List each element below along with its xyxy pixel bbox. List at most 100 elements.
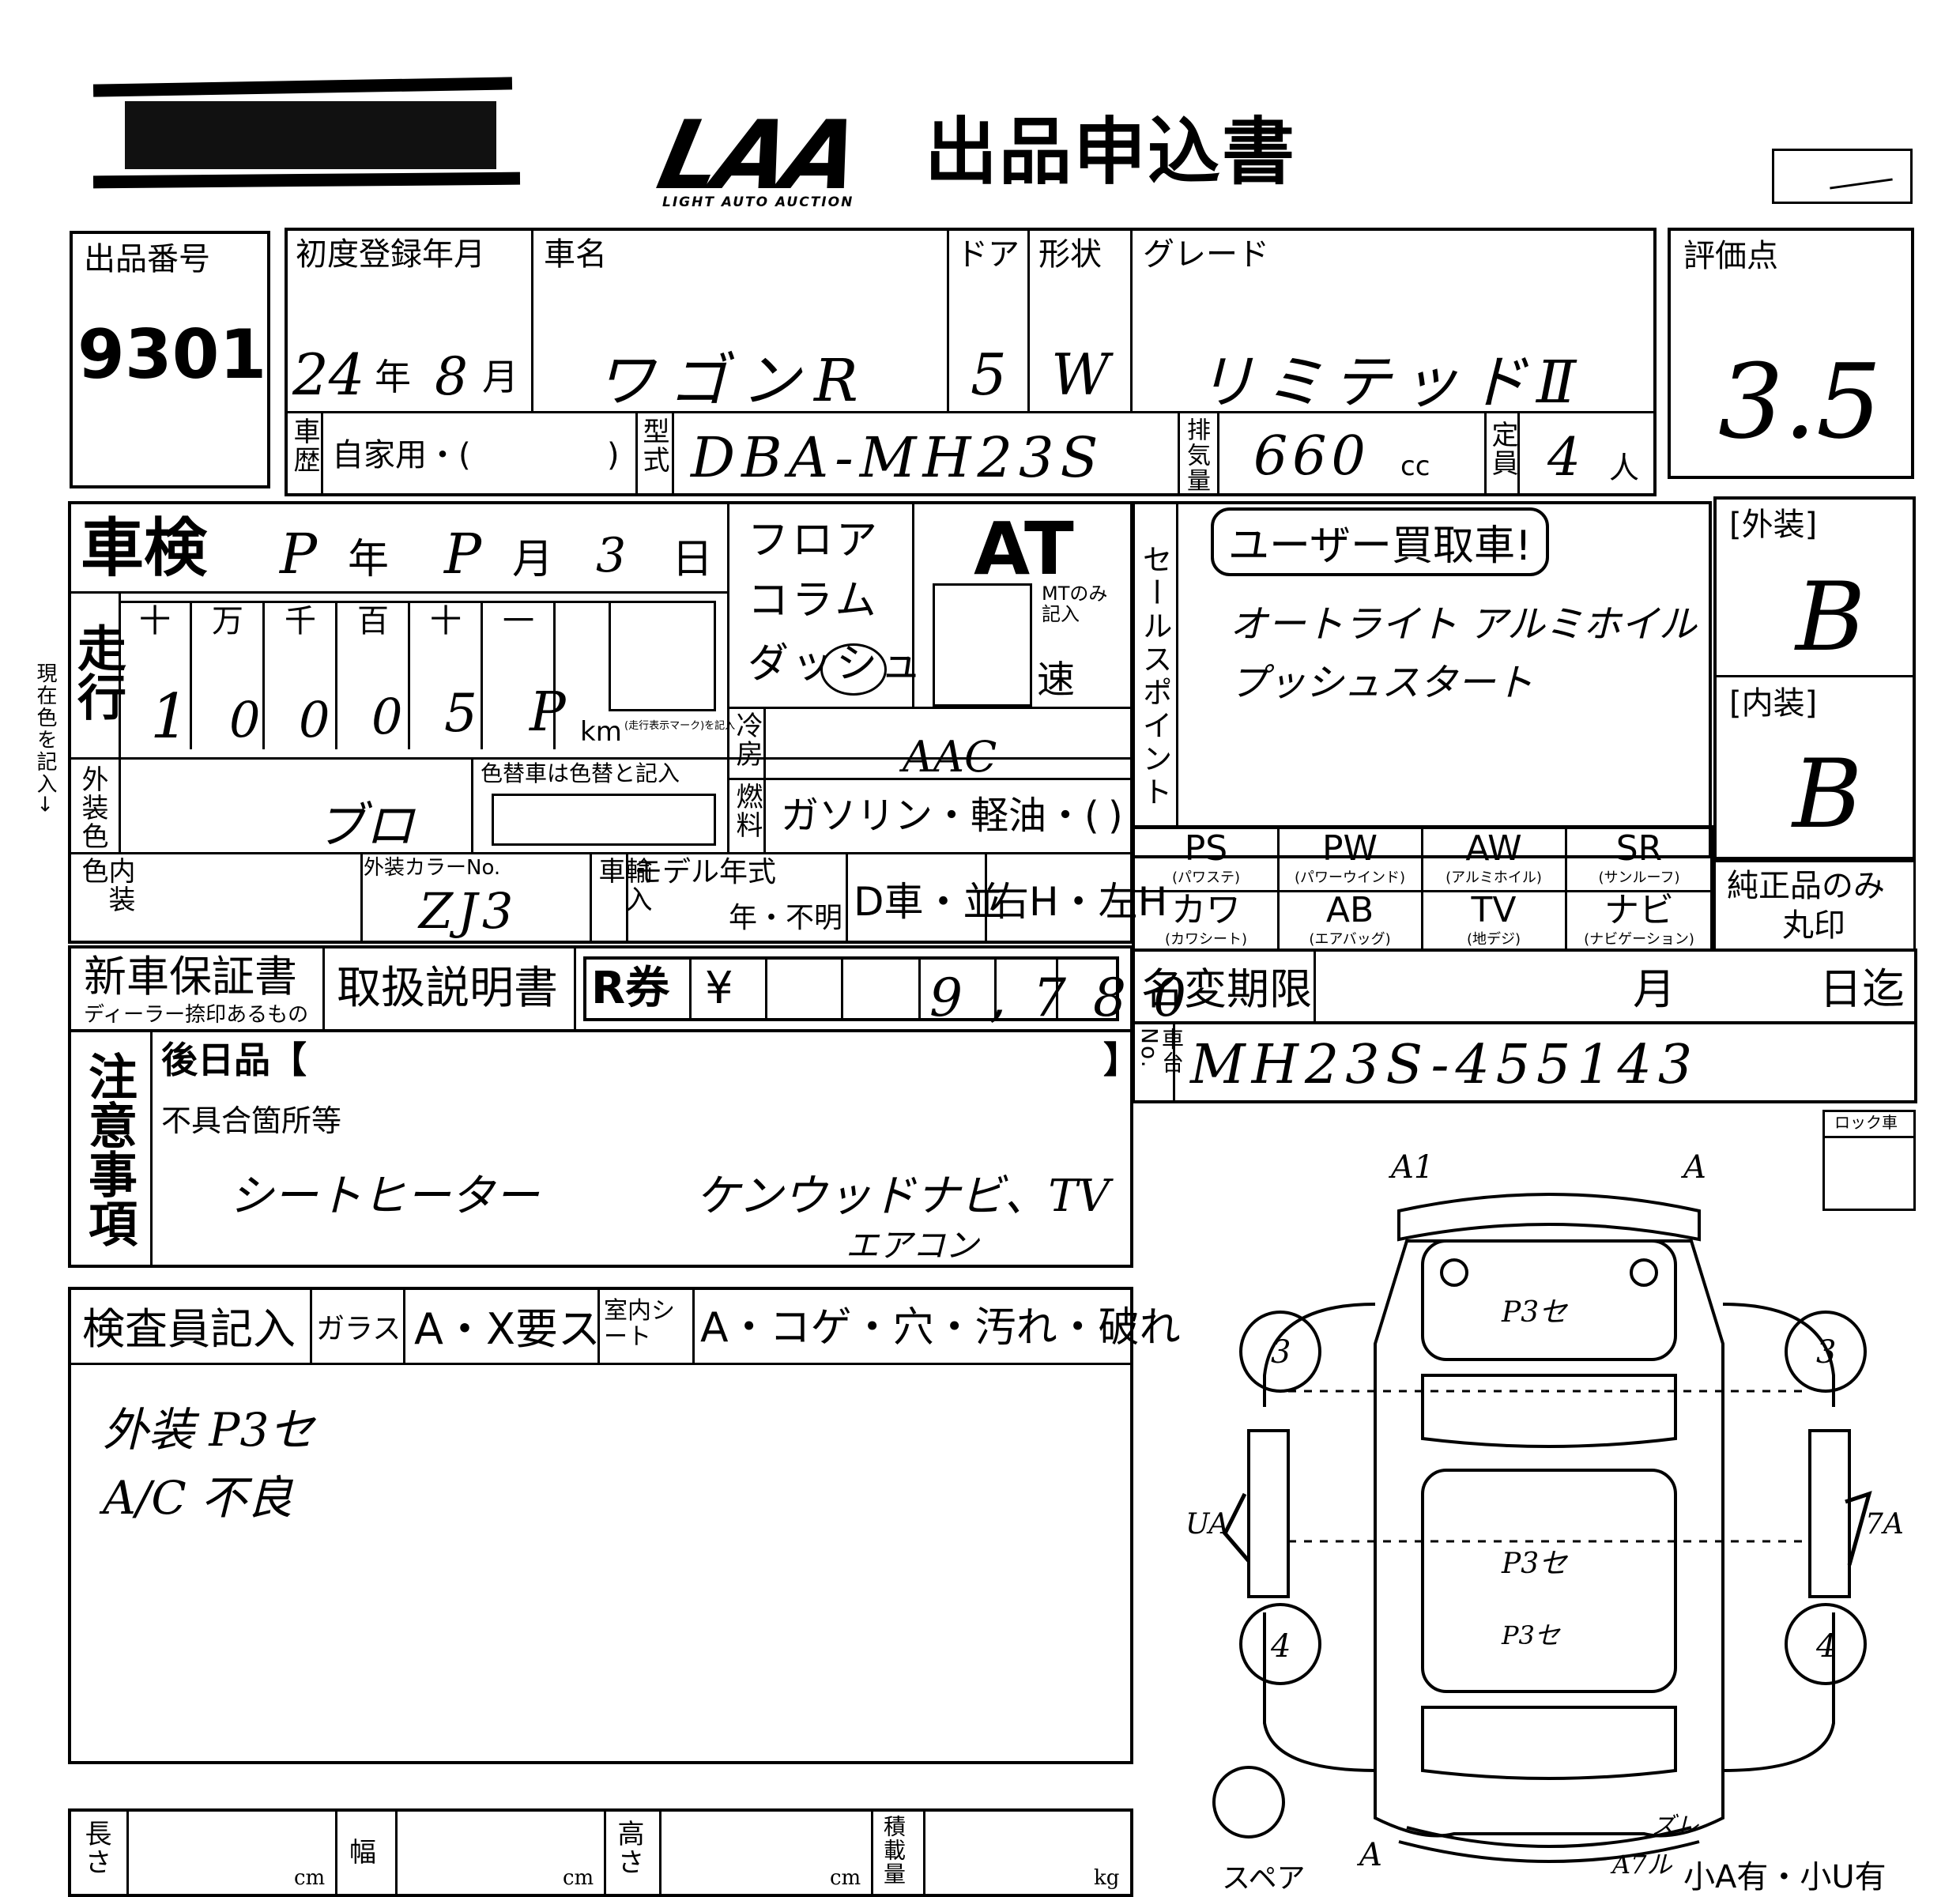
inspector-box: 検査員記入 ガラス A・X要ス 室内シート A・コゲ・穴・汚れ・破れ 外装 P3… — [68, 1287, 1181, 1764]
registration-year: 24 — [292, 341, 365, 408]
model-year-label: モデル年式 — [634, 856, 777, 888]
lot-number-label: 出品番号 — [84, 241, 210, 277]
model-type-label: 型式 — [638, 417, 669, 474]
mt-note: MTのみ記入 — [1042, 583, 1108, 626]
mileage-digit-4: 0 — [371, 688, 403, 745]
car-name-label: 車名 — [544, 236, 607, 273]
fuel-label: 燃料 — [731, 783, 763, 839]
wheel-front-left — [1239, 1311, 1321, 1393]
name-change-box: 名変期限 月 日迄 — [1132, 948, 1917, 1024]
grade-box: [外装] B [内装] B — [1713, 496, 1916, 860]
warranty-label: 新車保証書 — [84, 952, 297, 1001]
displacement-label: 排気量 — [1182, 417, 1210, 493]
width-label: 幅 — [349, 1837, 376, 1869]
mark-rear-right-shift: ズレ — [1652, 1812, 1699, 1840]
capacity-value: 4 — [1547, 427, 1581, 488]
redacted-stamp — [92, 77, 521, 191]
manual-label: 取扱説明書 — [337, 963, 558, 1014]
headlight-left — [1440, 1258, 1468, 1287]
right-rear-fender — [1722, 1612, 1835, 1772]
mileage-digit-5: 5 — [444, 683, 477, 744]
score-label: 評価点 — [1683, 238, 1778, 274]
chassis-box: 車台No. MH23S-455143 — [1132, 1021, 1917, 1103]
equip-tv-code: TV — [1471, 890, 1517, 930]
mileage-digit-3: 0 — [299, 691, 330, 749]
mileage-digit-6: P — [530, 681, 566, 744]
name-change-month: 月 — [1633, 964, 1675, 1014]
current-color-note: 現在色を記入→ — [33, 662, 57, 814]
displacement-unit: cc — [1400, 451, 1430, 482]
equip-tv[interactable]: TV (地デジ) — [1423, 892, 1565, 950]
shift-line-1: フロア — [748, 517, 881, 564]
documents-box: 新車保証書 ディーラー捺印あるもの 取扱説明書 R券 ¥ 9,780 — [68, 945, 1186, 1032]
displacement-value: 660 — [1253, 425, 1370, 488]
left-rear-fender — [1263, 1612, 1376, 1772]
equip-ab[interactable]: AB (エアバッグ) — [1279, 892, 1421, 950]
mark-rear-window: P3セ — [1501, 1620, 1561, 1650]
defect-note-1: シートヒーター — [229, 1171, 539, 1222]
registration-label: 初度登録年月 — [296, 236, 485, 273]
model-type-value: DBA-MH23S — [691, 425, 1105, 490]
genuine-only-line-2: 丸印 — [1782, 907, 1845, 944]
lock-label: ロック車 — [1834, 1113, 1898, 1132]
score-value: 3.5 — [1718, 341, 1882, 462]
equip-ab-code: AB — [1325, 890, 1374, 930]
mileage-unit: km — [580, 716, 622, 748]
equip-ps[interactable]: PS (パワステ) — [1135, 828, 1277, 890]
mileage-digit-2: 0 — [229, 691, 261, 749]
logo-subtitle: LIGHT AUTO AUCTION — [662, 194, 854, 210]
vehicle-info-box: 初度登録年月 24 年 8 月 車名 ワゴンR ドア 5 形状 W グレード リ… — [285, 228, 1657, 496]
shape-value: W — [1051, 341, 1110, 408]
registration-month-unit: 月 — [482, 356, 518, 398]
dimensions-box: 長さ cm 幅 cm 高さ cm 積載量 kg — [68, 1808, 1133, 1897]
registration-year-unit: 年 — [375, 356, 411, 398]
exterior-label: [外装] — [1729, 507, 1818, 543]
mark-roof: P3セ — [1501, 1548, 1569, 1580]
equip-aw[interactable]: AW (アルミホイル) — [1423, 828, 1565, 890]
width-unit: cm — [563, 1866, 594, 1890]
equip-sr[interactable]: SR (サンルーフ) — [1566, 828, 1712, 890]
genuine-only-line-1: 純正品のみ — [1727, 868, 1885, 904]
ext-color-value: ブロ — [316, 797, 415, 854]
lock-box[interactable]: ロック車 — [1822, 1110, 1916, 1211]
notes-later-close: 】 — [1103, 1039, 1140, 1081]
equip-pw[interactable]: PW (パワーウインド) — [1279, 828, 1421, 890]
length-label: 長さ — [80, 1820, 111, 1876]
equip-sr-sub: (サンルーフ) — [1598, 869, 1680, 886]
color-swap-box[interactable] — [492, 794, 716, 846]
shift-line-2: コラム — [748, 577, 880, 624]
mt-speed-box[interactable] — [933, 583, 1032, 707]
equip-navi-sub: (ナビゲーション) — [1584, 931, 1694, 948]
history-close: ) — [607, 437, 620, 473]
load-label: 積載量 — [880, 1815, 906, 1886]
sales-point-line-1: オートライト アルミホイル — [1230, 602, 1697, 647]
ext-color-label: 外装色 — [77, 765, 108, 850]
inspection-month: P — [444, 522, 482, 586]
inspection-day: 3 — [596, 528, 627, 583]
corner-box — [1772, 149, 1913, 204]
color-no-value: ZJ3 — [419, 882, 518, 940]
mark-left-door: UA — [1185, 1508, 1229, 1541]
equip-aw-code: AW — [1465, 828, 1522, 869]
mileage-digit-1: 1 — [150, 681, 190, 752]
small-marks-label: 小A有・小U有 — [1683, 1859, 1886, 1895]
inspection-month-unit: 月 — [512, 536, 554, 583]
defect-note-2: ケンウッドナビ、TV — [695, 1171, 1110, 1222]
equip-navi[interactable]: ナビ (ナビゲーション) — [1566, 892, 1712, 950]
meter-mark-box[interactable] — [609, 601, 716, 711]
equip-leather[interactable]: カワ (カワシート) — [1135, 892, 1277, 950]
notes-later: 後日品【 — [161, 1039, 307, 1081]
mileage-header-3: 千 — [285, 603, 316, 639]
equip-ps-sub: (パワステ) — [1171, 869, 1241, 886]
chassis-label: 車台No. — [1136, 1028, 1185, 1075]
model-year-unknown: 年・不明 — [729, 902, 843, 934]
equip-leather-sub: (カワシート) — [1164, 931, 1248, 948]
int-color-label: 内装色 — [77, 857, 135, 914]
right-door-front — [1808, 1429, 1851, 1598]
speed-label: 速 — [1037, 658, 1076, 702]
mileage-header-1: 十 — [139, 603, 171, 639]
buyback-badge: ユーザー買取車! — [1211, 507, 1549, 576]
buyback-badge-text: ユーザー買取車! — [1228, 522, 1532, 570]
meter-note: (走行表示マーク)を記入 — [624, 720, 736, 732]
dash-circle — [820, 643, 887, 696]
